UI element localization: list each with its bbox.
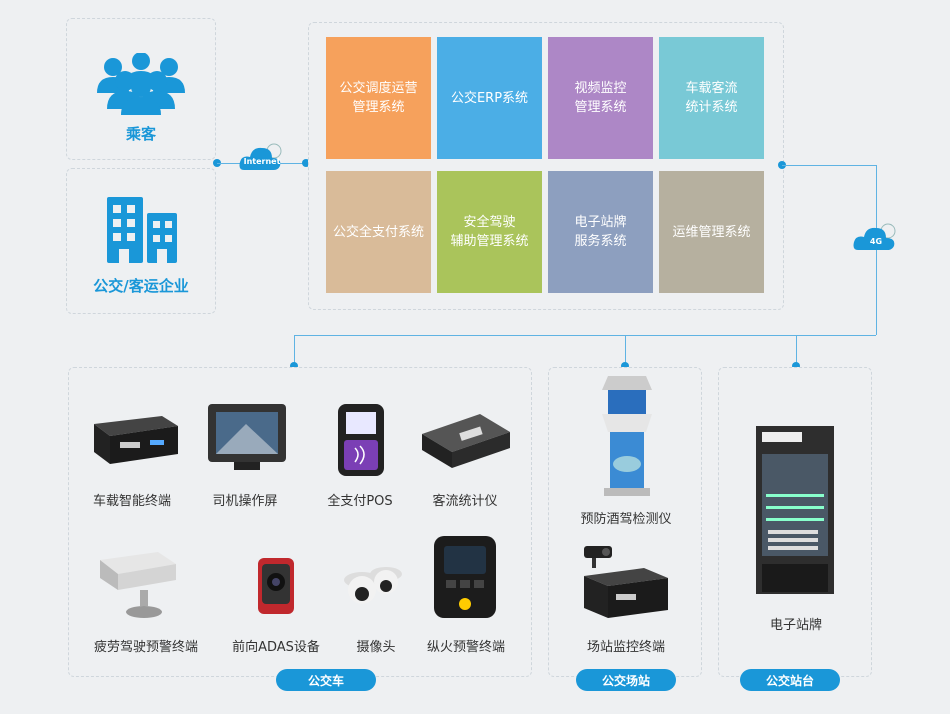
distribution-line [294,335,876,336]
device-label: 纵火预警终端 [426,640,505,655]
device-label: 车载智能终端 [92,494,171,509]
stop-drop-line [796,335,797,365]
system-tile: 运维管理系统 [659,171,764,293]
device-label: 场站监控终端 [586,640,665,655]
driver-screen-icon [208,404,286,470]
connector-dot [290,362,298,370]
device-label: 全支付POS [327,494,393,509]
device-label: 客流统计仪 [432,494,498,509]
pos-terminal-icon [338,404,384,476]
system-tile: 公交调度运营 管理系统 [326,37,431,159]
enterprise-panel: 公交/客运企业 [66,168,216,314]
system-tile: 安全驾驶 辅助管理系统 [437,171,542,293]
connector-dot [302,159,310,167]
connector-dot [792,362,800,370]
fatigue-camera-icon [100,552,176,618]
device-label: 预防酒驾检测仪 [580,512,672,527]
fire-alarm-terminal-icon [434,536,496,618]
station-monitor-icon [584,546,668,618]
alcohol-kiosk-icon [602,376,652,496]
connector-dot [621,362,629,370]
adas-device-icon [258,558,294,614]
e-sign-icon [756,426,834,594]
device-label: 司机操作屏 [212,494,278,509]
bus-drop-line [294,335,295,365]
system-tile: 车载客流 统计系统 [659,37,764,159]
building-icon [107,197,177,263]
people-icon [97,53,185,115]
device-label: 疲劳驾驶预警终端 [93,640,198,655]
station-drop-line [625,335,626,365]
internet-cloud-icon: Internet [238,142,286,172]
passenger-label: 乘客 [125,125,156,143]
enterprise-label: 公交/客运企业 [93,277,189,295]
cellular-connector-top [782,165,876,166]
dvr-terminal-icon [94,416,178,464]
stop-title-pill: 公交站台 [740,669,840,691]
station-title-pill: 公交场站 [576,669,676,691]
passenger-panel: 乘客 [66,18,216,160]
device-label: 摄像头 [356,640,396,655]
internet-label: Internet [243,157,281,166]
dome-camera-icon [344,567,402,604]
system-tile: 公交全支付系统 [326,171,431,293]
cellular-cloud-icon: 4G [852,222,900,252]
passenger-counter-icon [422,414,510,468]
device-label: 前向ADAS设备 [232,640,320,655]
system-tile: 电子站牌 服务系统 [548,171,653,293]
system-tile: 公交ERP系统 [437,37,542,159]
bus-title-pill: 公交车 [276,669,376,691]
device-label: 电子站牌 [769,618,822,633]
system-tile: 视频监控 管理系统 [548,37,653,159]
cellular-label: 4G [869,237,883,246]
